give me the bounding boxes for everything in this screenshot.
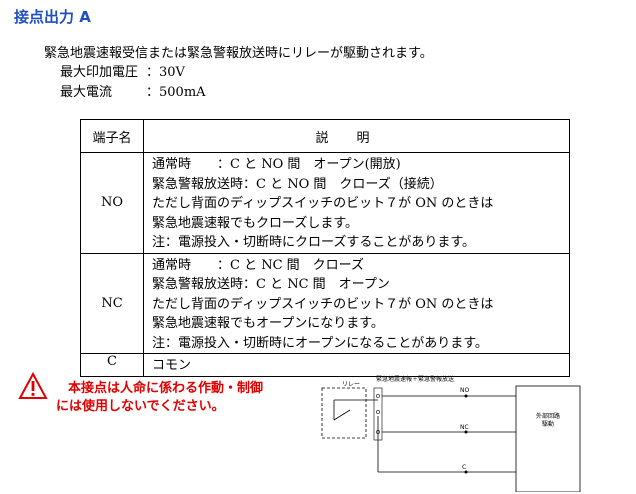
description-line: 緊急地震速報でもクローズします。 — [152, 215, 359, 231]
description-line: 注：電源投入・切断時にオープンになることがあります。 — [152, 335, 488, 351]
table-row: C コモン — [80, 353, 570, 377]
terminal-description: 通常時 ：C と NO 間 オープン(開放) 緊急警報放送時：C と NO 間 … — [143, 152, 570, 254]
signal-label: 緊急地震速報＋緊急警報放送 — [376, 375, 454, 383]
external-circuit-label-2: 駆動 — [542, 420, 554, 428]
warning-line-2: には使用しないでください。 — [56, 399, 225, 414]
no-label: NO — [460, 387, 469, 394]
description-line: 注：電源投入・切断時にクローズすることがあります。 — [152, 235, 476, 250]
warning-line-1: 本接点は人命に係わる作動・制御 — [68, 381, 264, 396]
table-row: NC 通常時 ：C と NC 間 クローズ 緊急警報放送時：C と NC 間 オ… — [80, 252, 570, 354]
description-line: 緊急警報放送時：C と NC 間 オープン — [152, 277, 390, 292]
spec-label: 最大電流 — [60, 85, 113, 100]
table-header-row: 端子名 説明 — [80, 119, 570, 153]
header-description: 説明 — [143, 119, 570, 153]
warning-icon — [18, 372, 48, 399]
external-circuit-label: 外部回路 — [536, 412, 560, 420]
section-heading: 接点出力 A — [14, 8, 91, 26]
terminal-description: 通常時 ：C と NC 間 クローズ 緊急警報放送時：C と NC 間 オープン… — [143, 252, 570, 354]
relay-label: リレー — [342, 381, 360, 388]
description-line: 通常時 ：C と NO 間 オープン(開放) — [152, 157, 401, 172]
relay-box — [321, 387, 367, 439]
spec-row-current: 最大電流 ：500mA — [60, 84, 206, 102]
terminal-name: C — [80, 353, 144, 377]
description-line: コモン — [152, 358, 192, 373]
description-line: 緊急地震速報でもオープンになります。 — [152, 316, 384, 331]
spec-row-voltage: 最大印加電圧 ：30V — [60, 64, 185, 82]
nc-label: NC — [460, 424, 469, 431]
spec-value: ：500mA — [146, 85, 206, 100]
description-line: ただし背面のディップスイッチのビット７が ON のときは — [152, 296, 494, 312]
description-line: ただし背面のディップスイッチのビット７が ON のときは — [152, 196, 494, 211]
spec-label: 最大印加電圧 — [60, 65, 139, 80]
intro-text: 緊急地震速報受信または緊急警報放送時にリレーが駆動されます。 — [44, 46, 433, 61]
terminal-name: NC — [80, 252, 144, 354]
spec-value: ：30V — [146, 65, 185, 80]
description-line: 通常時 ：C と NC 間 クローズ — [152, 257, 365, 273]
terminal-description: コモン — [143, 353, 570, 377]
external-circuit-box — [515, 385, 581, 492]
terminal-name: NO — [80, 152, 144, 254]
c-label: C — [462, 464, 466, 471]
relay-circuit-diagram: リレー 緊急地震速報＋緊急警報放送 NO NC C 外部回路 駆動 — [321, 375, 581, 492]
table-row: NO 通常時 ：C と NO 間 オープン(開放) 緊急警報放送時：C と NO… — [80, 152, 570, 254]
header-terminal: 端子名 — [80, 119, 144, 153]
terminal-table: 端子名 説明 NO 通常時 ：C と NO 間 オープン(開放) 緊急警報放送時… — [80, 119, 570, 377]
warning-text: 本接点は人命に係わる作動・制御 には使用しないでください。 — [56, 380, 263, 416]
description-line: 緊急警報放送時：C と NO 間 クローズ（接続） — [152, 176, 443, 192]
